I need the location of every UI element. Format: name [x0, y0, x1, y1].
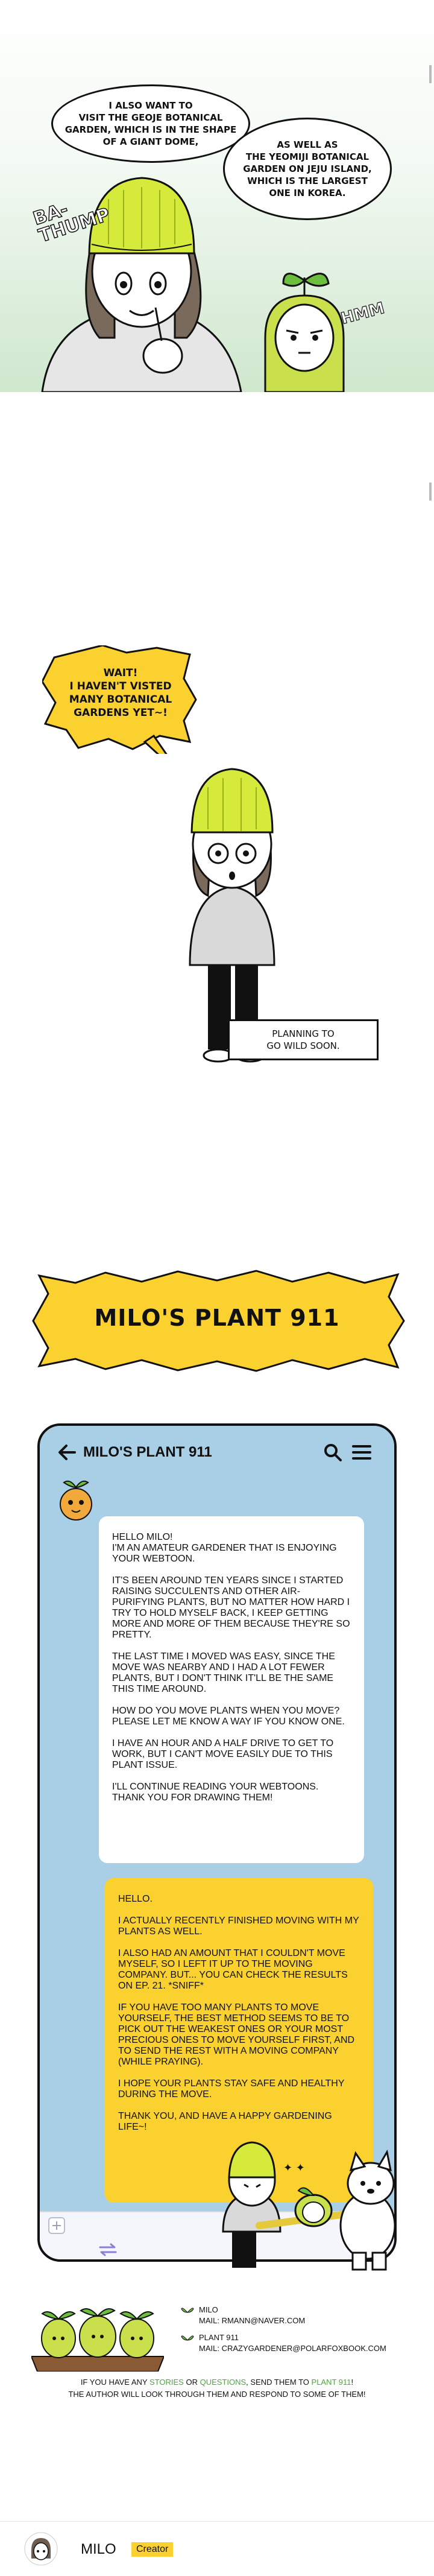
creator-avatar[interactable] — [24, 2532, 58, 2566]
panel-2-illustration — [189, 768, 275, 1063]
shout-text: WAIT! I HAVEN'T VISTED MANY BOTANICAL GA… — [69, 667, 172, 719]
incoming-message: HELLO MILO! I'M AN AMATEUR GARDENER THAT… — [99, 1516, 364, 1863]
reply-text: HELLO. I ACTUALLY RECENTLY FINISHED MOVI… — [118, 1894, 359, 2132]
sweat-sfx: ✦ ✦ — [283, 2162, 305, 2174]
leaf-bullet-icon — [181, 2335, 194, 2341]
leaf-bullet-icon — [181, 2308, 194, 2313]
panel-1: I ALSO WANT TO VISIT THE GEOJE BOTANICAL… — [0, 0, 434, 392]
swap-icon[interactable] — [99, 2243, 117, 2256]
footer-note-line-2: THE AUTHOR WILL LOOK THROUGH THEM AND RE… — [68, 2390, 366, 2399]
phone-header: MILO'S PLANT 911 — [40, 1426, 394, 1480]
credit-milo-mail: MAIL: RMANN@NAVER.COM — [199, 2316, 306, 2325]
panel-1-illustration — [41, 177, 345, 392]
message-text: HELLO MILO! I'M AN AMATEUR GARDENER THAT… — [112, 1532, 350, 1803]
menu-icon[interactable] — [352, 1444, 371, 1461]
creator-name[interactable]: MILO — [81, 2541, 116, 2557]
moving-characters-illustration: ✦ ✦ — [222, 2141, 396, 2271]
sprout-trio-illustration — [31, 2308, 164, 2372]
footer-note: IF YOU HAVE ANY STORIES OR QUESTIONS, SE… — [0, 2376, 434, 2400]
credit-plant-mail: MAIL: CRAZYGARDENER@POLARFOXBOOK.COM — [199, 2344, 386, 2353]
creator-divider — [0, 2521, 434, 2522]
caption-box: PLANNING TO GO WILD SOON. — [228, 1019, 379, 1060]
credit-plant-name: PLANT 911 — [199, 2333, 239, 2342]
plus-icon[interactable] — [48, 2217, 65, 2234]
arrow-left-icon[interactable] — [58, 1444, 76, 1461]
speech-bubble-left: I ALSO WANT TO VISIT THE GEOJE BOTANICAL… — [51, 84, 250, 163]
phone-frame: MILO'S PLANT 911 HELLO MILO! I'M AN AMAT… — [37, 1423, 397, 2262]
banner-title: MILO'S PLANT 911 — [94, 1305, 340, 1331]
credit-milo-name: MILO — [199, 2305, 218, 2314]
panel-2: WAIT! I HAVEN'T VISTED MANY BOTANICAL GA… — [0, 633, 434, 1152]
banner-burst — [32, 1270, 405, 1372]
phone-header-title: MILO'S PLANT 911 — [83, 1444, 212, 1460]
footer-note-line-1: IF YOU HAVE ANY STORIES OR QUESTIONS, SE… — [80, 2378, 354, 2387]
shout-burst — [42, 645, 197, 754]
caption-text: PLANNING TO GO WILD SOON. — [266, 1028, 340, 1051]
speech-text: I ALSO WANT TO VISIT THE GEOJE BOTANICAL… — [64, 100, 237, 147]
panel-divider-mark — [429, 483, 432, 501]
search-icon[interactable] — [323, 1443, 342, 1462]
speech-text: AS WELL AS THE YEOMIJI BOTANICAL GARDEN … — [243, 139, 372, 198]
creator-badge: Creator — [131, 2542, 174, 2557]
panel-divider-mark — [429, 65, 432, 83]
speech-bubble-right: AS WELL AS THE YEOMIJI BOTANICAL GARDEN … — [223, 118, 392, 220]
sender-avatar — [60, 1480, 92, 1521]
